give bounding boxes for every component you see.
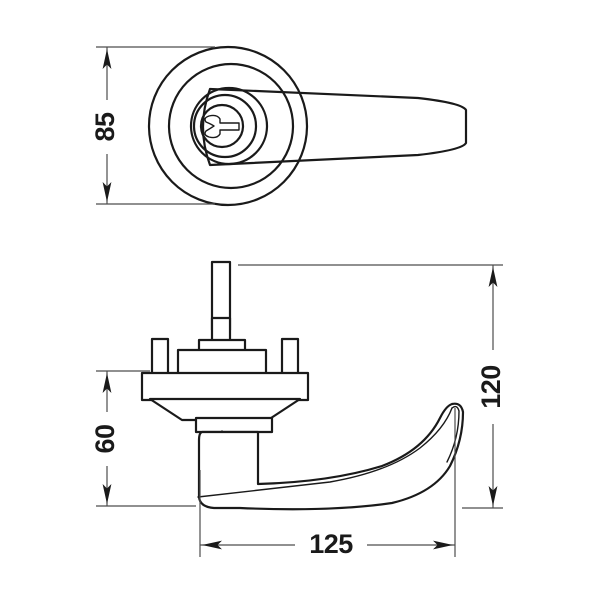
dimension-60-arrow-bottom <box>102 484 112 504</box>
rose-flange <box>140 371 310 402</box>
rose-collar <box>194 416 274 434</box>
side-view-group <box>140 260 465 511</box>
fixing-post-left <box>150 337 170 379</box>
dimension-60-group: 60 <box>90 370 196 507</box>
dimension-85-label-mask <box>93 100 121 154</box>
dimension-125-arrow-left <box>202 540 222 550</box>
rose-second-circle <box>167 62 295 190</box>
dimension-120-arrow-top <box>488 267 498 287</box>
dimension-85-arrow-top <box>102 49 112 69</box>
dimension-60-label-mask <box>93 412 121 466</box>
lever-tip-inner-line <box>446 405 460 463</box>
cylinder-collar-circle <box>189 86 269 166</box>
rose-outer-circle <box>147 45 309 207</box>
front-view-group <box>147 45 468 207</box>
key-plug-circle <box>199 103 245 149</box>
dimension-60-arrow-top <box>102 373 112 393</box>
rose-conical-taper <box>148 397 302 422</box>
cylinder-face-circle <box>192 93 258 159</box>
dimension-120-label: 120 <box>476 365 506 409</box>
front-view-lever-body <box>201 87 468 167</box>
dimension-120-group: 120 <box>238 264 508 509</box>
dimension-125-group: 125 <box>199 408 456 560</box>
keyway-slot <box>204 114 240 139</box>
lever-arm-outline <box>197 402 465 511</box>
dimension-125-label-mask <box>295 530 367 560</box>
dimension-85-group: 85 <box>90 46 215 205</box>
dimension-125-arrow-right <box>433 540 453 550</box>
lever-inner-relief-line <box>197 407 453 498</box>
dimension-85-arrow-bottom <box>102 182 112 202</box>
dimension-120-arrow-bottom <box>488 486 498 506</box>
fixing-post-right <box>280 337 300 379</box>
keyway-group <box>204 114 240 139</box>
dimension-120-label-mask <box>478 350 508 424</box>
dimension-60-label: 60 <box>90 424 120 453</box>
dimension-85-label: 85 <box>90 112 120 142</box>
dimension-125-label: 125 <box>309 529 353 559</box>
